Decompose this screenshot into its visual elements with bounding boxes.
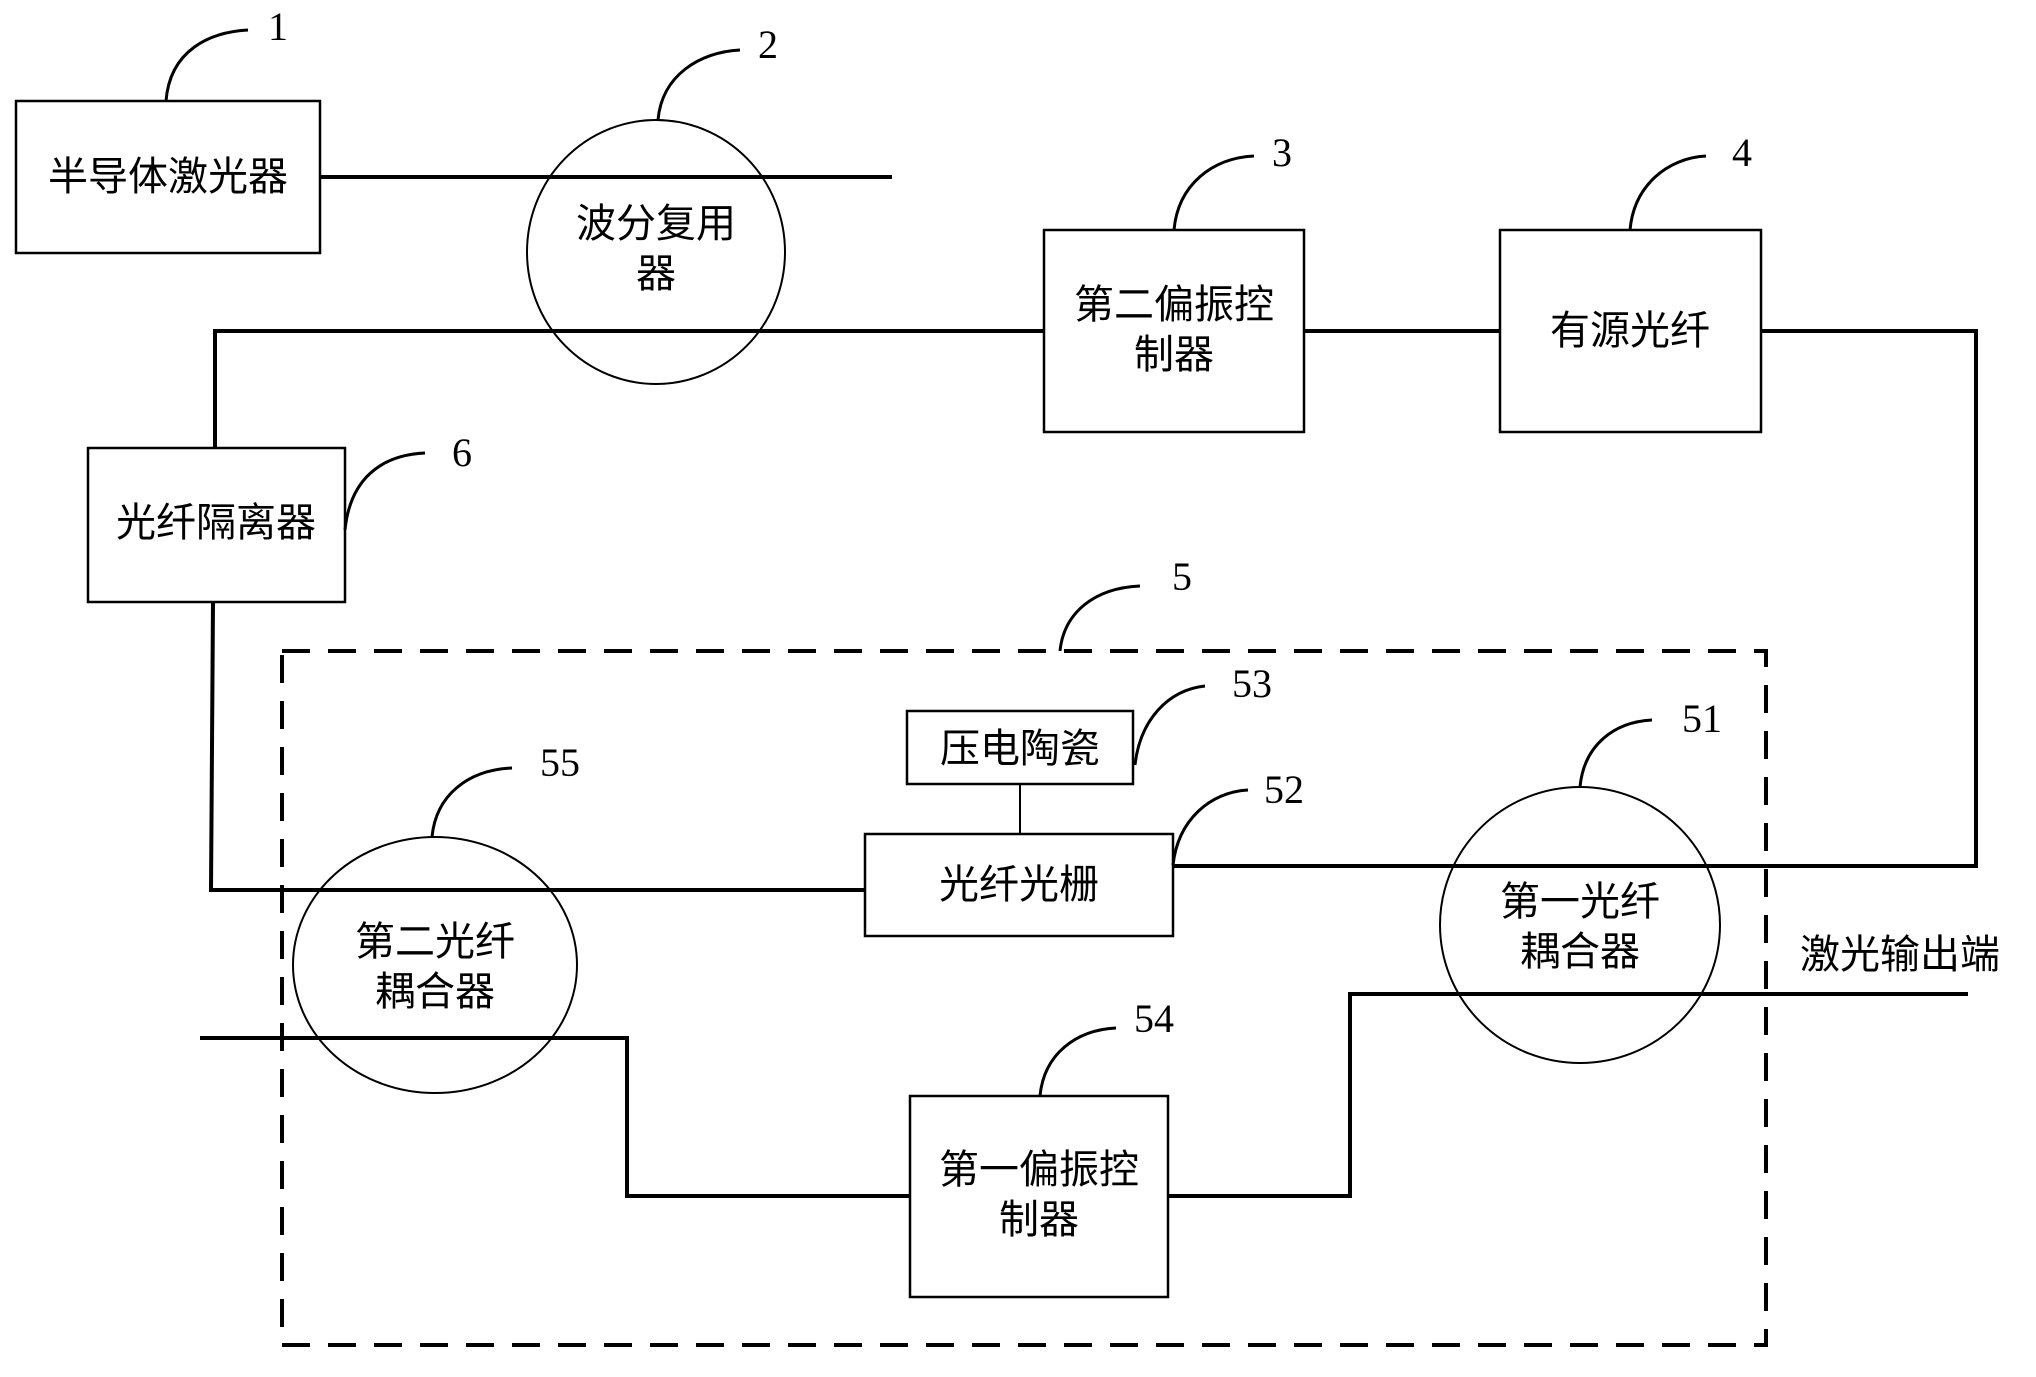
- callout-number-53: 53: [1232, 661, 1272, 706]
- second-fiber-coupler-circle: [292, 836, 578, 1094]
- callout-number-6: 6: [452, 430, 472, 475]
- second-fiber-coupler: 第二光纤 耦合器 55: [292, 740, 580, 1094]
- callout-number-2: 2: [758, 22, 778, 67]
- piezoelectric-ceramic: 压电陶瓷 53: [905, 661, 1272, 786]
- fiber-bragg-grating: 光纤光栅 52: [863, 767, 1304, 938]
- laser-output-label: 激光输出端: [1800, 932, 2000, 978]
- first-fiber-coupler-circle: [1439, 786, 1721, 1064]
- semiconductor-laser: 半导体激光器 1: [14, 4, 322, 255]
- first-fiber-coupler: 第一光纤 耦合器 51: [1439, 696, 1722, 1064]
- wire-isolator-to-grating: [208, 601, 865, 892]
- second-fiber-coupler-label-line2: 耦合器: [375, 969, 495, 1015]
- callout-leader-2: [656, 48, 741, 121]
- first-fiber-coupler-label-line2: 耦合器: [1520, 929, 1640, 975]
- callout-number-52: 52: [1264, 767, 1304, 812]
- active-fiber-label: 有源光纤: [1550, 308, 1710, 354]
- fiber-isolator: 光纤隔离器 6: [86, 430, 472, 604]
- fiber-isolator-label: 光纤隔离器: [116, 500, 316, 546]
- callout-leader-1: [164, 28, 249, 102]
- wire-pc1-to-output: [1168, 992, 1968, 1198]
- fiber-isolator-box: [86, 446, 347, 604]
- wire-active-fiber-to-grating: [1173, 329, 1978, 868]
- piezoelectric-ceramic-label: 压电陶瓷: [940, 726, 1100, 772]
- fiber-bragg-grating-box: [863, 832, 1175, 938]
- resonator-module-boundary: [280, 649, 1768, 1347]
- callout-leader-53: [1133, 684, 1206, 766]
- wire-coupler2-to-pc1: [200, 1036, 910, 1198]
- fiber-bragg-grating-label: 光纤光栅: [939, 862, 1099, 908]
- first-polarization-controller-box: [908, 1094, 1170, 1299]
- wdm-label-line1: 波分复用: [576, 201, 736, 247]
- callout-leader-52: [1171, 788, 1249, 866]
- callout-leader-5: [1058, 584, 1141, 652]
- callout-number-55: 55: [540, 740, 580, 785]
- callout-leader-6: [343, 451, 426, 531]
- callout-leader-54: [1038, 1026, 1117, 1097]
- second-polarization-controller-box: [1042, 228, 1306, 434]
- wdm-circle: [526, 119, 786, 385]
- active-fiber: 有源光纤 4: [1498, 130, 1763, 434]
- second-polarization-controller-label-line1: 第二偏振控: [1074, 282, 1274, 328]
- fiber-connections: [200, 175, 1978, 1198]
- callout-number-3: 3: [1272, 130, 1292, 175]
- second-polarization-controller: 第二偏振控 制器 3: [1042, 130, 1306, 434]
- semiconductor-laser-box: [14, 99, 322, 255]
- callout-number-4: 4: [1732, 130, 1752, 175]
- second-fiber-coupler-label-line1: 第二光纤: [355, 919, 515, 965]
- second-polarization-controller-label-line2: 制器: [1134, 332, 1214, 378]
- wire-isolator-to-pc2: [213, 329, 1044, 448]
- wavelength-division-multiplexer: 波分复用 器 2: [526, 22, 786, 385]
- callout-number-54: 54: [1134, 996, 1174, 1041]
- callout-number-51: 51: [1682, 696, 1722, 741]
- callout-leader-4: [1628, 154, 1707, 231]
- first-polarization-controller: 第一偏振控 制器 54: [908, 996, 1174, 1299]
- wdm-label-line2: 器: [636, 251, 676, 297]
- callout-leader-51: [1578, 718, 1653, 788]
- callout-number-1: 1: [268, 4, 288, 49]
- callout-leader-3: [1172, 154, 1255, 231]
- first-polarization-controller-label-line1: 第一偏振控: [939, 1147, 1139, 1193]
- callout-leader-55: [430, 766, 513, 838]
- first-polarization-controller-label-line2: 制器: [999, 1197, 1079, 1243]
- piezoelectric-ceramic-box: [905, 709, 1135, 786]
- first-fiber-coupler-label-line1: 第一光纤: [1500, 879, 1660, 925]
- active-fiber-box: [1498, 228, 1763, 434]
- semiconductor-laser-label: 半导体激光器: [48, 154, 288, 200]
- callout-number-5: 5: [1172, 554, 1192, 599]
